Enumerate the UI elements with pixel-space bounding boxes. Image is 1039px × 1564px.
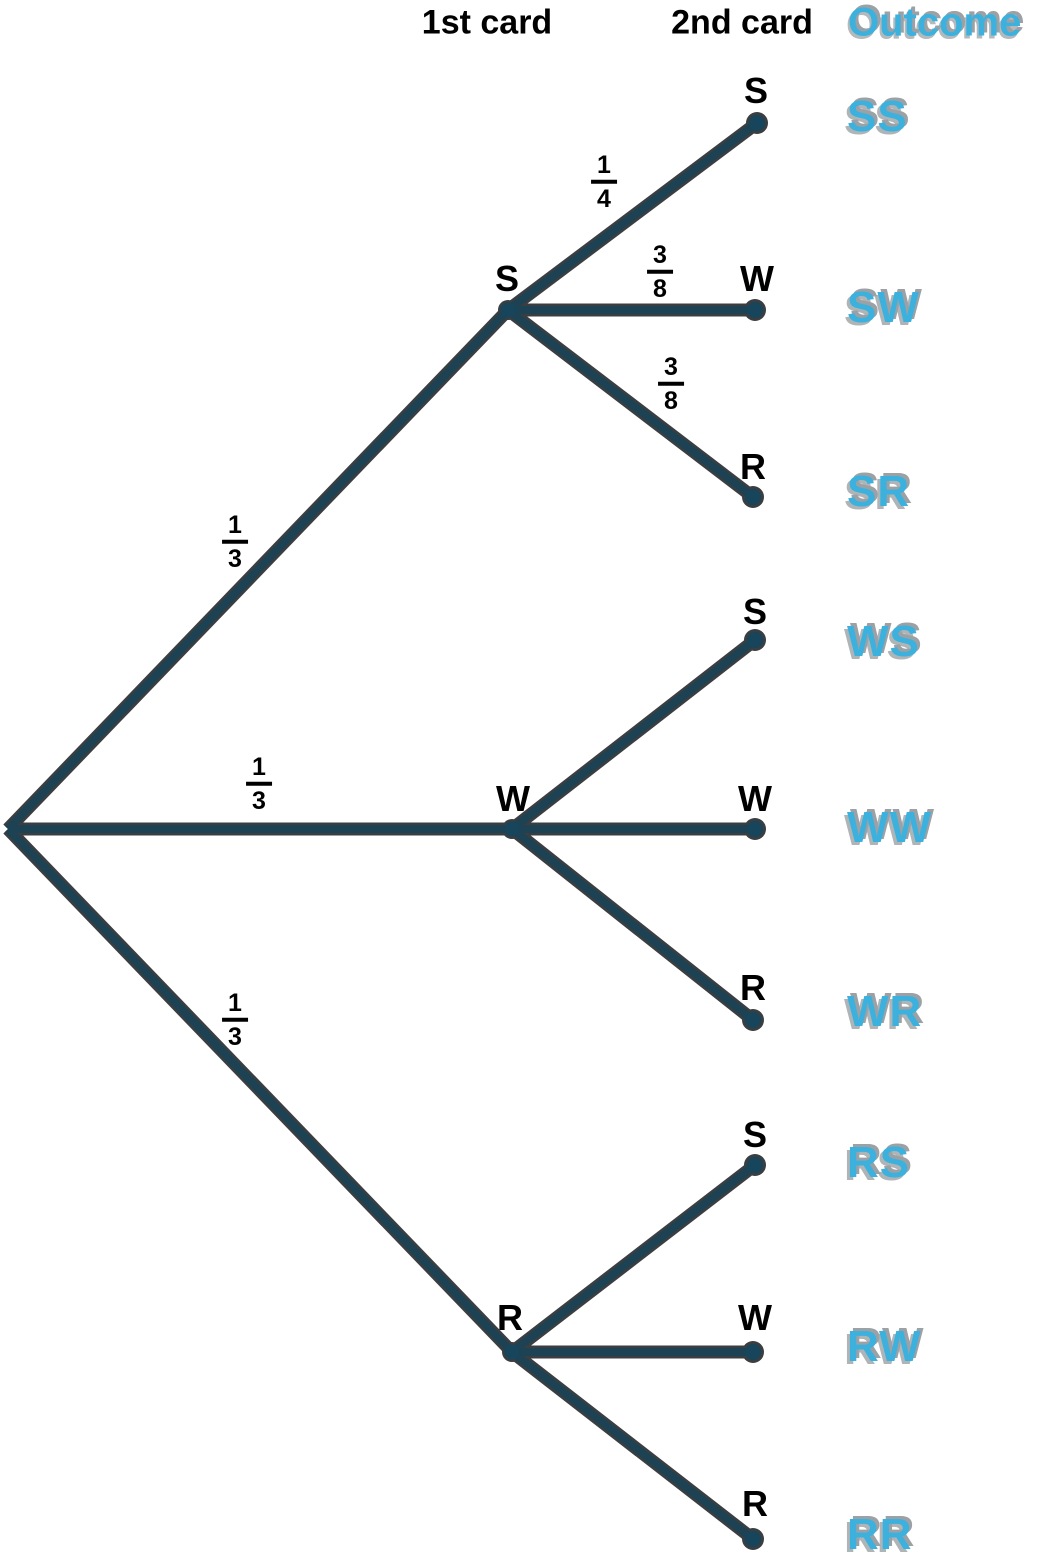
probability-S-SS: 1 4 <box>591 152 617 213</box>
probability-S-SW: 3 8 <box>647 242 673 303</box>
node-dot-W <box>504 821 520 837</box>
leaf-dot-WS <box>747 632 763 648</box>
branch-W-WS <box>509 636 758 833</box>
leaf-dot-RW <box>745 1344 761 1360</box>
leaf-label-WW: W <box>738 778 772 819</box>
leaf-dot-RR <box>745 1531 761 1547</box>
branch-root-R <box>5 826 515 1355</box>
outcome-header: Outcome <box>848 0 1022 45</box>
outcome-WS: WS <box>847 617 920 666</box>
probability-numerator: 1 <box>222 512 248 544</box>
stage2-header: 2nd card <box>671 3 813 42</box>
leaf-label-SW: W <box>740 258 774 299</box>
branch-R-RS <box>509 1161 758 1356</box>
outcome-SW: SW <box>847 283 920 332</box>
leaf-label-RR: R <box>742 1483 768 1524</box>
leaf-label-SR: R <box>740 446 766 487</box>
probability-denominator: 8 <box>664 387 678 415</box>
node-label-W: W <box>496 778 530 819</box>
node-dot-R <box>504 1344 520 1360</box>
leaf-dot-SR <box>745 489 761 505</box>
probability-denominator: 3 <box>228 1023 242 1051</box>
probability-root-S: 1 3 <box>222 512 248 573</box>
outcome-RS: RS <box>847 1138 911 1187</box>
branch-R-RR <box>509 1348 756 1543</box>
probability-numerator: 1 <box>591 152 617 184</box>
leaf-dot-SW <box>747 302 763 318</box>
leaf-label-WS: S <box>742 591 768 632</box>
outcome-SS: SS <box>847 92 908 141</box>
outcome-WW: WW <box>847 803 933 852</box>
leaf-label-WR: R <box>740 967 766 1008</box>
probability-numerator: 1 <box>222 990 248 1022</box>
probability-denominator: 8 <box>653 275 667 303</box>
branch-S-SS <box>505 119 760 314</box>
probability-numerator: 3 <box>658 354 684 386</box>
leaf-label-SS: S <box>743 70 769 111</box>
leaf-dot-RS <box>747 1157 763 1173</box>
stage1-header: 1st card <box>421 3 553 42</box>
probability-denominator: 4 <box>597 185 611 213</box>
leaf-label-RS: S <box>742 1114 768 1155</box>
branch-W-WR <box>509 825 756 1024</box>
probability-root-W: 1 3 <box>246 754 272 815</box>
branch-root-S <box>5 307 511 832</box>
node-dot-S <box>500 302 516 318</box>
leaf-dot-WR <box>745 1012 761 1028</box>
probability-numerator: 3 <box>647 242 673 274</box>
outcome-RW: RW <box>847 1322 922 1371</box>
probability-denominator: 3 <box>252 787 266 815</box>
outcome-SR: SR <box>847 467 911 516</box>
probability-root-R: 1 3 <box>222 990 248 1051</box>
outcome-RR: RR <box>847 1510 913 1559</box>
probability-numerator: 1 <box>246 754 272 786</box>
branch-S-SR <box>505 306 756 501</box>
branch-lines <box>5 115 765 1547</box>
probability-S-SR: 3 8 <box>658 354 684 415</box>
node-label-R: R <box>497 1297 523 1338</box>
leaf-label-RW: W <box>738 1297 772 1338</box>
leaf-dot-WW <box>747 821 763 837</box>
probability-denominator: 3 <box>228 545 242 573</box>
node-label-S: S <box>494 258 520 299</box>
leaf-dot-SS <box>749 115 765 131</box>
outcome-WR: WR <box>847 987 923 1036</box>
